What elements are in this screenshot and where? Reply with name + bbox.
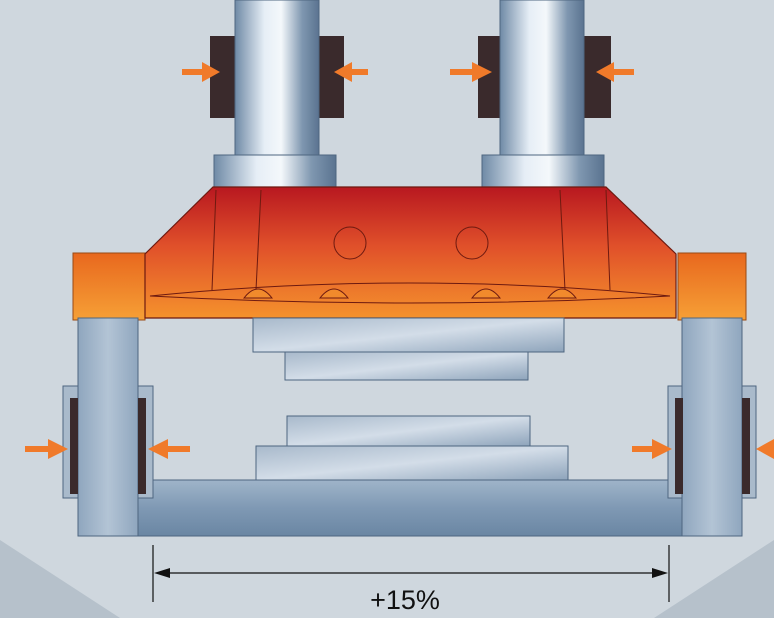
clamp-pad [210,36,238,118]
hot-crosshead [144,186,677,319]
cylinder-right [499,0,585,161]
upper-die-plate-small [284,351,529,381]
clamp-pad [138,398,146,494]
base-beam [131,479,689,537]
clamp-pad [316,36,344,118]
inward-arrow-icon [148,439,190,459]
floor-shadow-right [654,540,774,618]
pillar-right [681,317,743,537]
inward-arrow-icon [182,62,220,82]
inward-arrow-icon [596,62,634,82]
floor-shadow-left [0,540,120,618]
cylinder-collar-left [213,154,337,190]
dimension-label: +15% [370,585,440,615]
inward-arrow-icon [334,62,368,82]
inward-arrow-icon [632,439,672,459]
inward-arrow-icon [450,62,492,82]
inward-arrow-icon [756,439,774,459]
clamp-pad [70,398,78,494]
cylinder-left [234,0,320,161]
inward-arrow-icon [25,439,68,459]
pillar-left [77,317,139,537]
clamp-pad [675,398,683,494]
side-beam-left [72,252,146,321]
lower-die-plate [255,445,569,481]
dimension-arrow-icon [152,545,670,602]
crosshead-lines [149,189,671,304]
cylinder-collar-right [481,154,605,190]
clamp-pad [742,398,750,494]
side-beam-right [677,252,747,321]
upper-die-plate [252,317,565,353]
bolt-heads [242,288,578,299]
lower-die-plate-small [286,415,531,447]
